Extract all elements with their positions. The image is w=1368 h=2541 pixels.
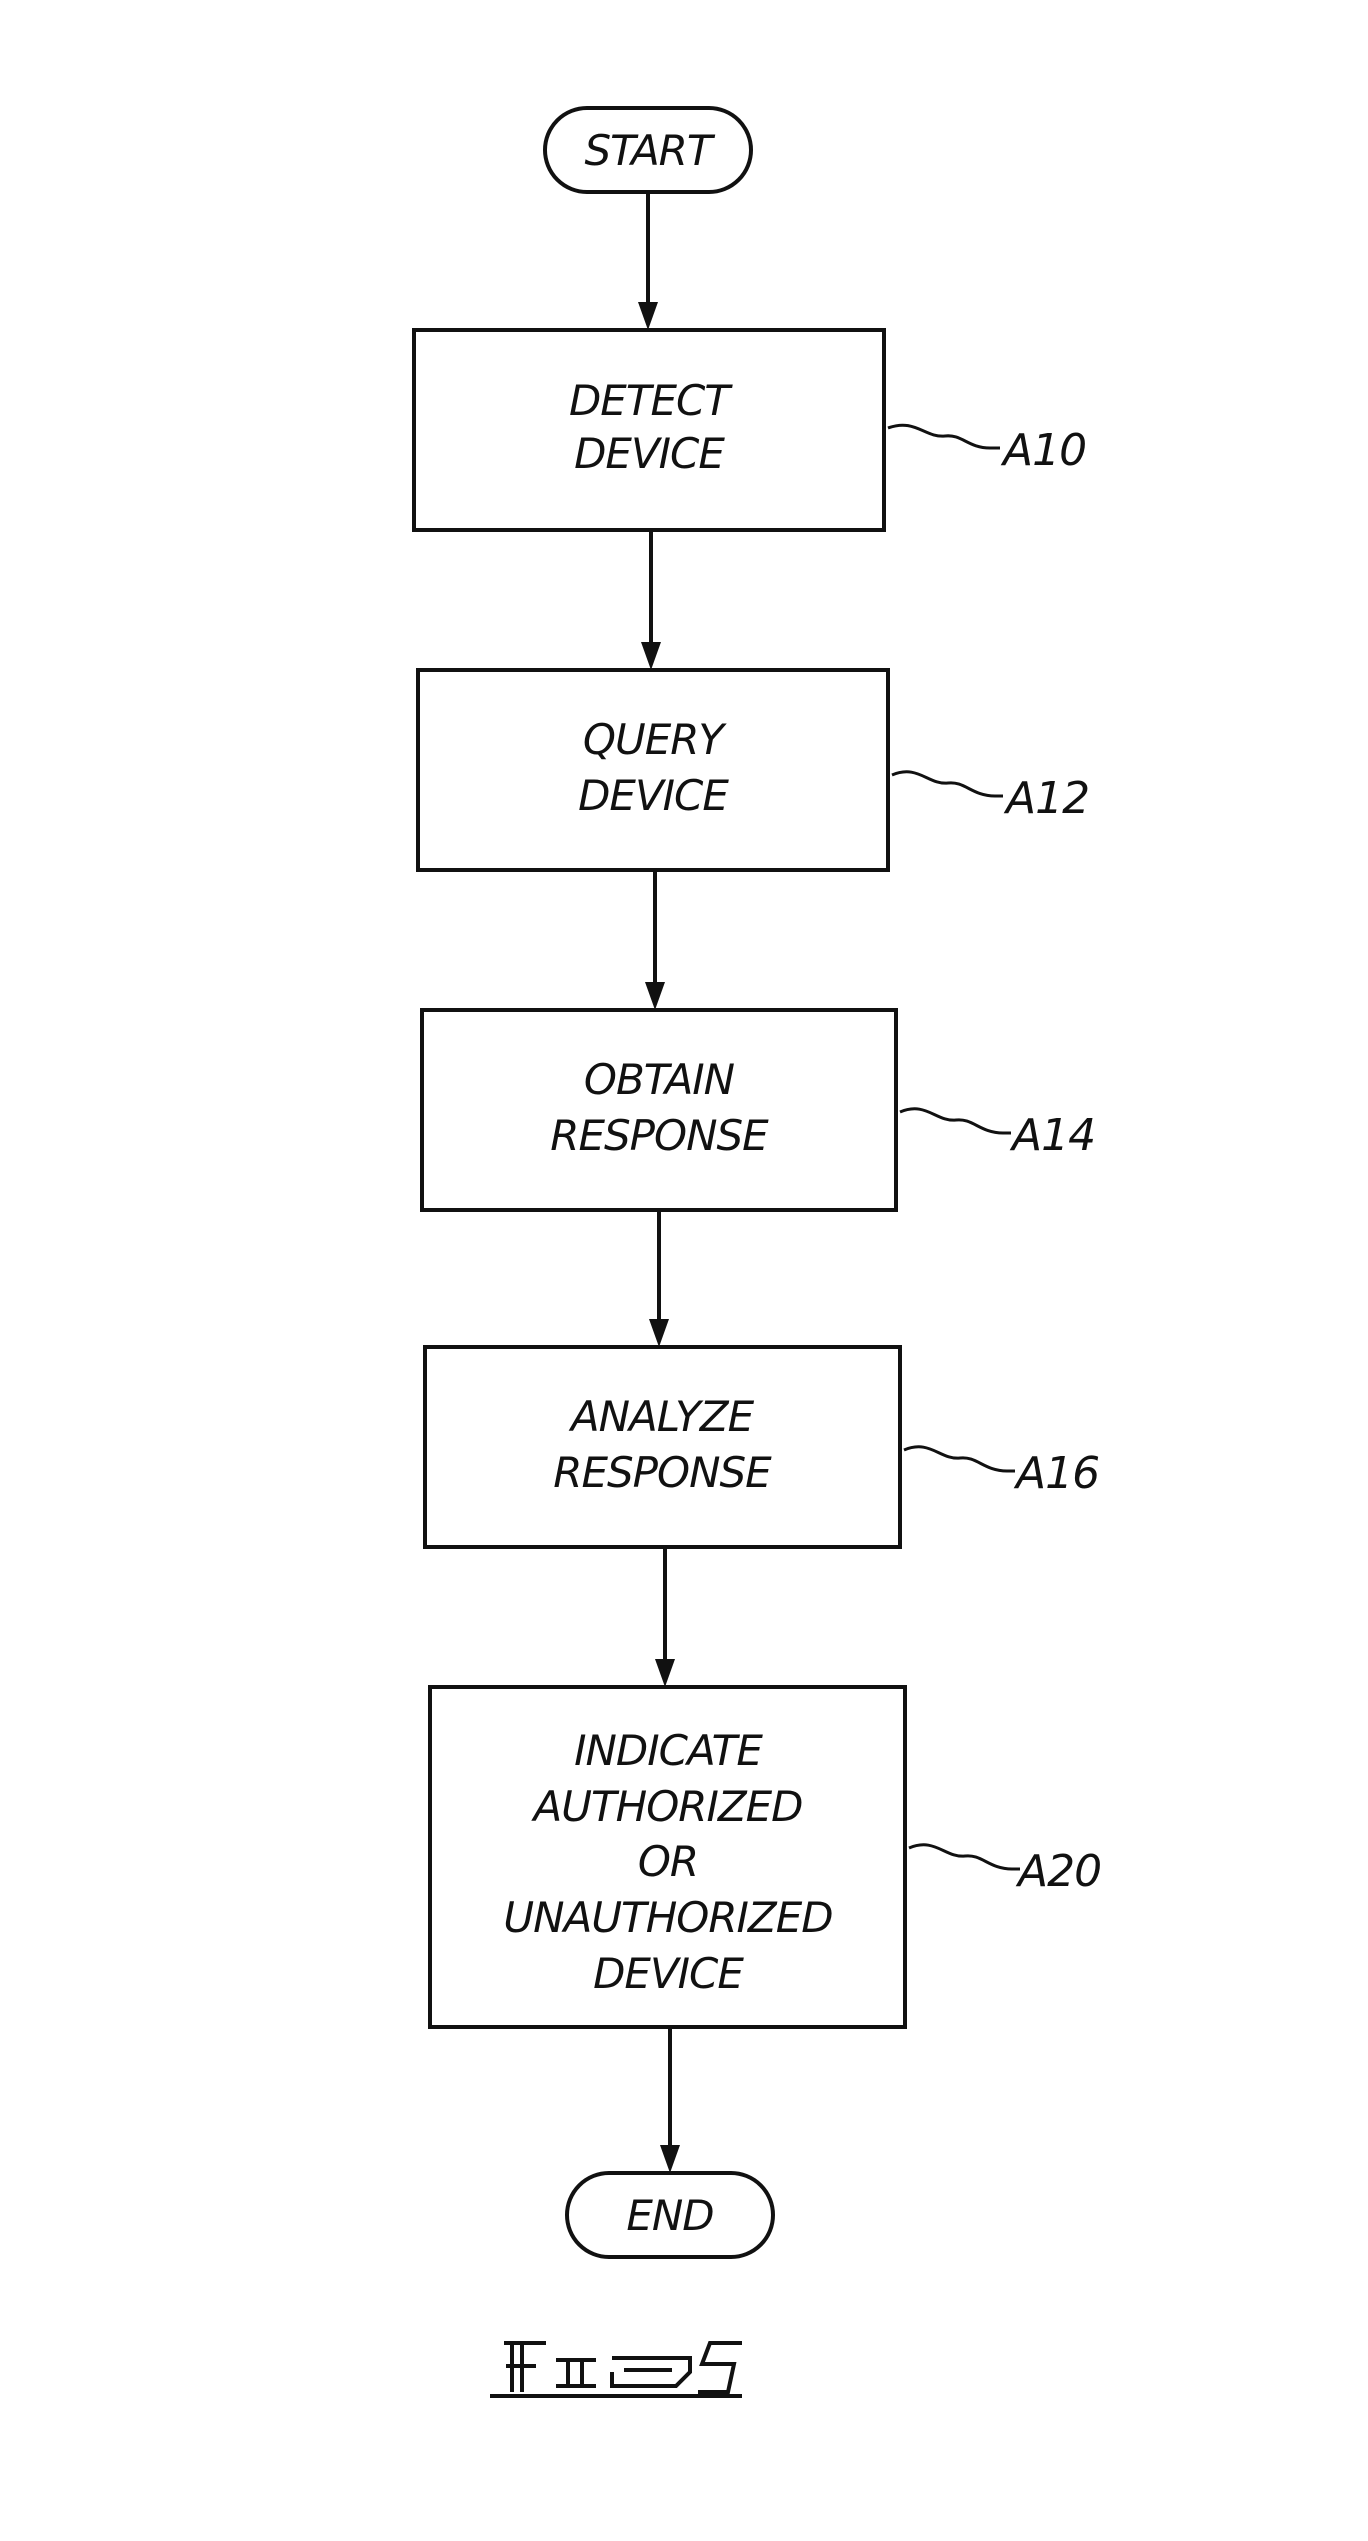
ref-label: A16 <box>1013 1448 1099 1499</box>
step-indicate-authorization: INDICATE AUTHORIZED OR UNAUTHORIZED DEVI… <box>428 1685 1102 2029</box>
connector-query-to-obtain <box>645 870 665 1010</box>
ref-label: A20 <box>1015 1846 1101 1897</box>
step-analyze-response: ANALYZE RESPONSE A16 <box>423 1345 1100 1549</box>
step-label-line: DETECT <box>569 376 733 425</box>
step-label-line: DEVICE <box>578 771 729 820</box>
connector-obtain-to-analyze <box>649 1210 669 1347</box>
ref-label: A14 <box>1009 1110 1095 1161</box>
ref-leader <box>887 423 1000 450</box>
end-label: END <box>626 2191 713 2240</box>
step-label-line: DEVICE <box>574 429 725 478</box>
start-label: START <box>584 126 715 175</box>
step-query-device: QUERY DEVICE A12 <box>416 668 1090 872</box>
step-label-line: RESPONSE <box>550 1111 769 1160</box>
step-detect-device: DETECT DEVICE A10 <box>412 328 1087 532</box>
connector-analyze-to-indicate <box>655 1547 675 1687</box>
end-terminal: END <box>565 2171 775 2259</box>
step-label-line: OR <box>638 1837 698 1886</box>
ref-leader <box>891 770 1003 798</box>
step-label-line: INDICATE <box>574 1726 763 1775</box>
step-label-line: ANALYZE <box>568 1392 755 1441</box>
start-terminal: START <box>543 106 753 194</box>
step-label-line: QUERY <box>583 715 728 764</box>
ref-leader <box>899 1107 1011 1135</box>
step-label-line: OBTAIN <box>584 1055 735 1104</box>
connector-detect-to-query <box>641 530 661 670</box>
step-obtain-response: OBTAIN RESPONSE A14 <box>420 1008 1096 1212</box>
ref-leader <box>903 1445 1015 1473</box>
figure-caption-logo <box>490 2341 742 2398</box>
ref-leader <box>908 1843 1020 1871</box>
connector-indicate-to-end <box>660 2027 680 2173</box>
connector-start-to-detect <box>638 192 658 330</box>
step-label-line: UNAUTHORIZED <box>503 1893 832 1942</box>
ref-label: A10 <box>1000 425 1086 476</box>
step-label-line: DEVICE <box>593 1949 744 1998</box>
ref-label: A12 <box>1003 773 1089 824</box>
step-label-line: AUTHORIZED <box>531 1782 803 1831</box>
step-label-line: RESPONSE <box>553 1448 772 1497</box>
